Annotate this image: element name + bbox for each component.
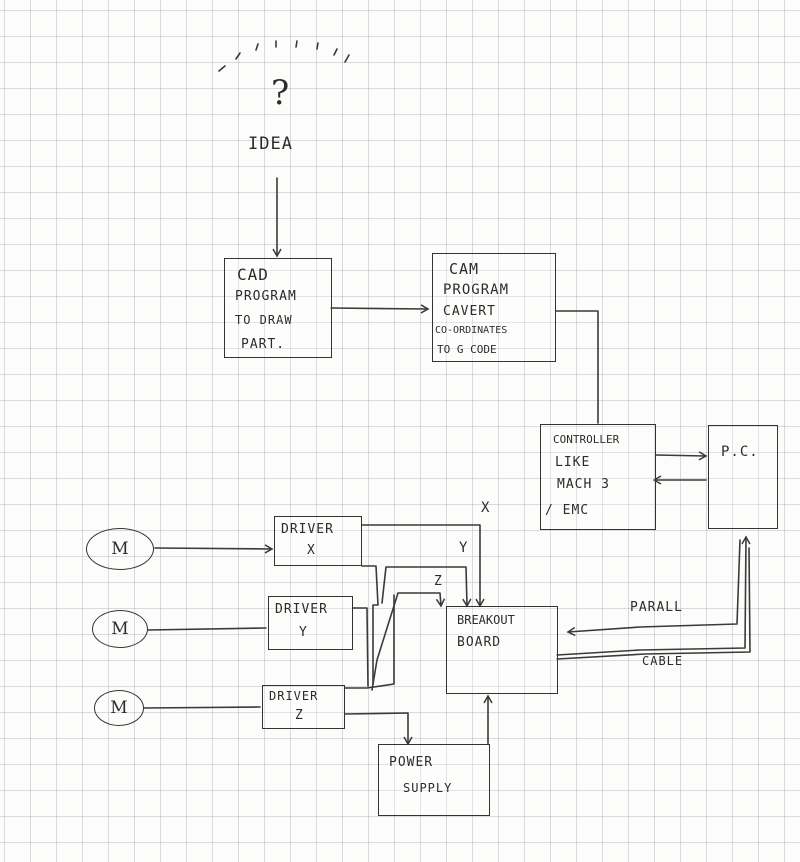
wire-x: [361, 524, 485, 608]
power-wire-driver-x: [361, 565, 379, 685]
pc-label: P.C.: [721, 444, 759, 460]
breakout-board-box: BREAKOUT BOARD: [446, 606, 558, 694]
cam-line-1: CAM: [449, 260, 480, 278]
cam-line-3: CAVERT: [443, 304, 496, 319]
cam-line-5: TO G CODE: [437, 343, 497, 356]
cam-program-box: CAM PROGRAM CAVERT CO-ORDINATES TO G COD…: [432, 253, 556, 362]
cad-line-4: PART.: [241, 337, 286, 352]
controller-box: CONTROLLER LIKE MACH 3 / EMC: [540, 424, 656, 530]
driver-x-box: DRIVER X: [274, 516, 362, 566]
cad-line-3: TO DRAW: [235, 313, 293, 327]
power-wire-driver-y: [352, 607, 369, 687]
idea-label: IDEA: [248, 134, 293, 154]
driver-z-axis: Z: [295, 708, 304, 723]
driver-y-axis: Y: [299, 625, 308, 640]
line-cam-to-controller: [555, 310, 599, 424]
motor-z-label: M: [110, 698, 128, 718]
breakout-line-2: BOARD: [457, 635, 502, 650]
cam-line-2: PROGRAM: [443, 282, 510, 298]
power-line-2: SUPPLY: [403, 781, 453, 795]
arrow-motor-to-driver-x: [154, 544, 274, 554]
cad-line-1: CAD: [237, 265, 269, 284]
axis-label-x: X: [481, 500, 491, 516]
power-line-1: POWER: [389, 755, 434, 770]
driver-y-title: DRIVER: [275, 602, 328, 617]
cable-label-2: CABLE: [642, 654, 684, 668]
driver-y-box: DRIVER Y: [268, 596, 353, 650]
breakout-line-1: BREAKOUT: [457, 613, 515, 627]
driver-z-box: DRIVER Z: [262, 685, 345, 729]
cam-line-4: CO-ORDINATES: [435, 325, 508, 336]
arrow-controller-to-pc: [655, 451, 708, 461]
arrow-cad-to-cam: [330, 304, 430, 314]
cad-line-2: PROGRAM: [235, 289, 297, 304]
question-mark: ?: [271, 73, 291, 113]
parallel-cable-strand: [556, 547, 751, 660]
wire-y: [381, 566, 472, 608]
driver-z-title: DRIVER: [269, 689, 319, 703]
power-wire-driver-z: [344, 594, 395, 689]
power-supply-box: POWER SUPPLY: [378, 744, 490, 816]
controller-line-4: / EMC: [545, 503, 590, 518]
motor-x-label: M: [111, 539, 129, 559]
wire-z: [371, 592, 446, 691]
line-motor-to-driver-z: [143, 706, 261, 709]
axis-label-y: Y: [459, 540, 469, 556]
power-wire-to-supply: [344, 712, 413, 746]
motor-z: M: [94, 690, 144, 726]
controller-line-2: LIKE: [555, 455, 591, 470]
cad-program-box: CAD PROGRAM TO DRAW PART.: [224, 258, 332, 358]
controller-line-3: MACH 3: [557, 477, 610, 492]
axis-label-z: Z: [434, 574, 443, 589]
motor-y: M: [92, 610, 148, 648]
idea-rays: [218, 40, 350, 72]
parallel-cable-to-pc: [556, 535, 751, 656]
driver-x-title: DRIVER: [281, 522, 334, 537]
motor-x: M: [86, 528, 154, 570]
line-motor-to-driver-y: [147, 627, 267, 631]
driver-x-axis: X: [307, 543, 316, 558]
controller-line-1: CONTROLLER: [553, 433, 620, 446]
motor-y-label: M: [111, 619, 129, 639]
cable-label-1: PARALL: [630, 600, 683, 615]
parallel-cable-to-breakout: [566, 539, 741, 637]
pc-box: P.C.: [708, 425, 778, 529]
